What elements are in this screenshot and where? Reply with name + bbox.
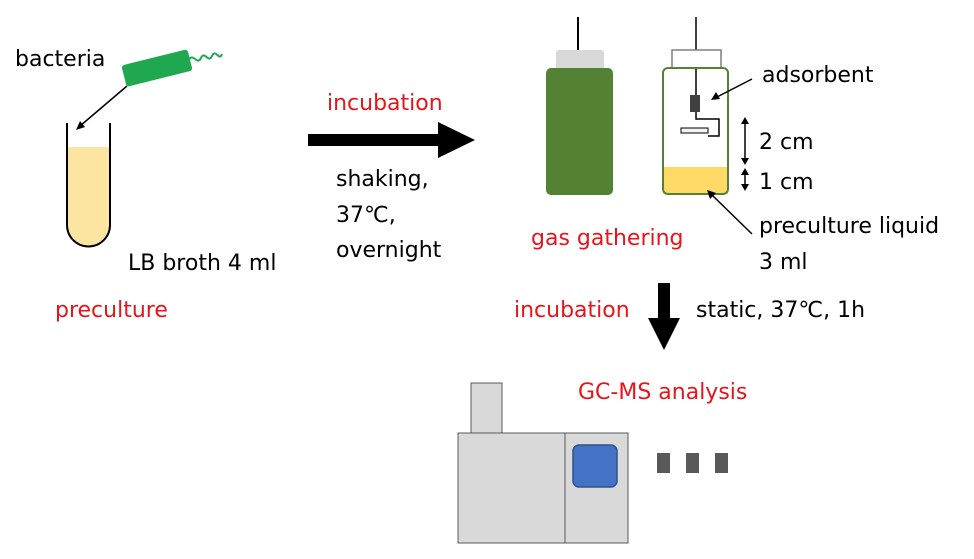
label-incubation-bottom: incubation: [514, 298, 630, 323]
label-3ml: 3 ml: [759, 250, 808, 275]
label-bacteria: bacteria: [15, 47, 106, 72]
label-temperature: 37℃,: [336, 203, 396, 228]
green-bottle: [546, 17, 613, 195]
adsorbent-pointer: [711, 78, 753, 100]
ellipsis-block: [657, 453, 670, 473]
incubation-arrow-down: [648, 283, 680, 350]
label-gas-gathering: gas gathering: [531, 226, 684, 251]
label-preculture: preculture: [55, 298, 168, 323]
label-overnight: overnight: [336, 238, 442, 263]
ellipsis-block: [715, 453, 728, 473]
adsorbent-block: [690, 95, 700, 112]
test-tube: [66, 123, 111, 248]
bacteria-icon: [121, 49, 223, 87]
label-lb-broth: LB broth 4 ml: [128, 251, 277, 276]
label-shaking: shaking,: [336, 167, 429, 192]
dimension-1cm: [741, 168, 749, 191]
incubation-arrow-right: [308, 122, 475, 158]
label-adsorbent: adsorbent: [762, 63, 874, 88]
label-2cm: 2 cm: [759, 130, 814, 155]
label-1cm: 1 cm: [759, 170, 814, 195]
label-gcms: GC-MS analysis: [578, 380, 748, 405]
dimension-2cm: [741, 117, 749, 165]
sampling-jar: [662, 17, 729, 195]
liquid-pointer: [707, 190, 753, 235]
gcms-window: [572, 444, 618, 488]
gcms-machine: [457, 382, 728, 544]
bacteria-arrow: [76, 85, 128, 130]
ellipsis-block: [686, 453, 699, 473]
label-static: static, 37℃, 1h: [696, 298, 866, 323]
label-incubation-top: incubation: [327, 91, 443, 116]
label-preculture-liquid: preculture liquid: [759, 214, 940, 239]
